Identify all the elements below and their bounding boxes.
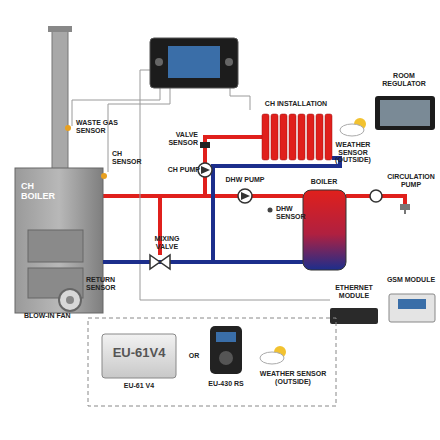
part-label: BLOW-IN FAN — [24, 312, 84, 320]
boiler-door — [28, 230, 83, 262]
ch-pump — [198, 163, 212, 177]
part-label: CH SENSOR — [112, 150, 148, 165]
valve-sensor — [200, 142, 210, 148]
node-text: EU-61V4 — [104, 346, 174, 360]
node-text: GSM MODULE — [384, 276, 438, 284]
part-label: CIRCULATION PUMP — [384, 173, 438, 188]
radiator — [262, 114, 332, 160]
tap — [400, 204, 410, 214]
node-text: CH BOILER — [21, 182, 61, 202]
gsm-module — [389, 294, 435, 322]
node-text: BOILER — [298, 178, 350, 186]
device-box: EU-61V4EU-61 V4 — [100, 332, 178, 394]
part-label: CH PUMP — [164, 166, 200, 174]
module-box: GSM MODULE — [384, 270, 438, 324]
module-box: ETHERNET MODULE — [326, 282, 382, 326]
eu430-device — [210, 326, 242, 374]
part-label: VALVE SENSOR — [160, 131, 198, 146]
controller-screen — [168, 46, 220, 78]
blow-in-fan — [59, 289, 81, 311]
dhw-pump — [238, 189, 252, 203]
device-box: EU-430 RS — [200, 322, 252, 392]
controller-knob — [155, 58, 163, 66]
sensor-dot — [101, 173, 107, 179]
part-label: MIXING VALVE — [145, 235, 189, 250]
chimney-cap — [48, 26, 72, 32]
dhw-tank — [303, 190, 346, 270]
controller-knob — [225, 58, 233, 66]
controller — [150, 38, 238, 88]
mixing-valve — [150, 255, 170, 269]
sensor-dot — [268, 208, 273, 213]
circulation-pump — [370, 190, 382, 202]
part-label: DHW SENSOR — [276, 205, 300, 220]
node-text: ROOM REGULATOR — [374, 72, 434, 87]
part-label: WEATHER SENSOR (OUTSIDE) — [255, 370, 331, 385]
sensor-dot — [65, 125, 71, 131]
node-text: CH INSTALLATION — [255, 100, 337, 108]
pump-arrow — [241, 192, 250, 200]
part-label: DHW PUMP — [222, 176, 268, 184]
boiler-body — [15, 168, 103, 313]
eu430-screen — [216, 332, 236, 342]
regulator-screen — [380, 100, 430, 126]
gsm-screen — [398, 299, 426, 309]
node-text: EU-61 V4 — [100, 382, 178, 390]
radiator-box: CH INSTALLATION — [255, 98, 337, 162]
node-text: EU-430 RS — [200, 380, 252, 388]
supply-pipe — [103, 194, 298, 198]
part-label: OR — [186, 352, 202, 360]
node-text: ETHERNET MODULE — [326, 284, 382, 299]
regulator-box: ROOM REGULATOR — [372, 70, 436, 132]
fan-hub — [66, 296, 74, 304]
boiler-box: CH BOILER — [15, 168, 103, 313]
part-label: RETURN SENSOR — [86, 276, 130, 291]
part-label: WEATHER SENSOR (OUTSIDE) — [320, 141, 386, 164]
part-label: WASTE GAS SENSOR — [76, 119, 120, 134]
eu61-device — [102, 334, 176, 378]
pump-arrow — [201, 166, 210, 174]
tank-box: BOILER — [298, 176, 350, 272]
option-frame — [88, 318, 336, 406]
eu430-knob — [219, 351, 233, 365]
ethernet-module — [330, 308, 378, 324]
room-regulator — [375, 96, 435, 130]
chimney — [52, 30, 68, 170]
